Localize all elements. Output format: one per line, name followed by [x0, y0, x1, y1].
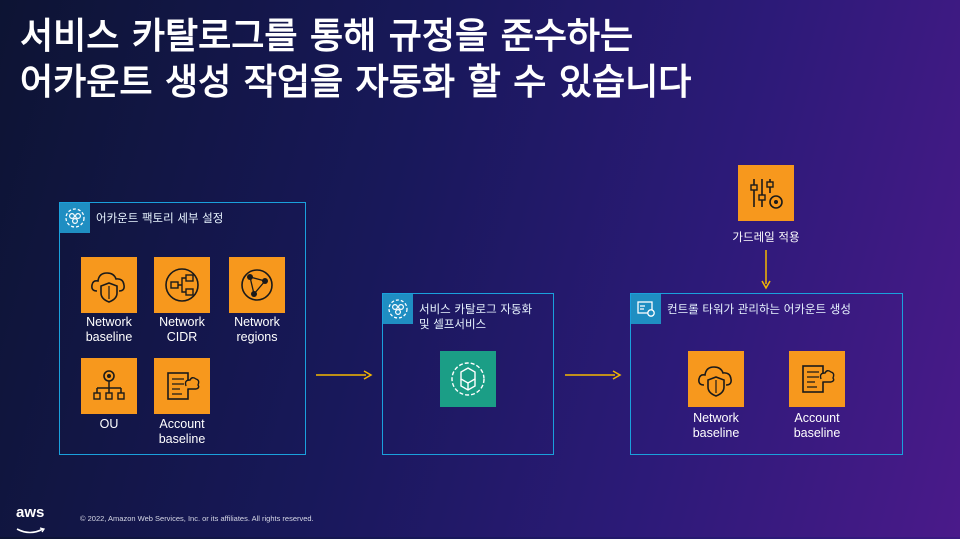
aws-logo: aws	[16, 505, 46, 539]
account-settings-icon	[631, 294, 661, 324]
aws-smile-icon	[16, 527, 46, 534]
slide-title: 서비스 카탈로그를 통해 규정을 준수하는 어카운트 생성 작업을 자동화 할 …	[20, 14, 940, 106]
network-regions-icon	[229, 257, 285, 313]
aws-logo-text: aws	[16, 504, 45, 521]
copyright-notice: © 2022, Amazon Web Services, Inc. or its…	[80, 514, 314, 523]
network-cidr-icon	[154, 257, 210, 313]
slide-title-line2: 어카운트 생성 작업을 자동화 할 수 있습니다	[20, 62, 692, 103]
ou-icon	[81, 358, 137, 414]
guardrail-controls-icon	[738, 165, 794, 221]
account-baseline-icon	[154, 358, 210, 414]
service-catalog-icon	[440, 351, 496, 407]
network-baseline-icon	[81, 257, 137, 313]
managed-account-header: 컨트롤 타워가 관리하는 어카운트 생성	[631, 294, 851, 324]
ou-label: OU	[99, 417, 119, 431]
managed-account-group: 컨트롤 타워가 관리하는 어카운트 생성	[630, 293, 903, 455]
arrow-factory-to-catalog	[316, 370, 373, 380]
guardrail-label: 가드레일 적용	[732, 230, 800, 244]
control-tower-icon	[60, 203, 90, 233]
control-tower-icon	[383, 294, 413, 324]
arrow-guardrail-to-result	[761, 250, 771, 290]
arrow-catalog-to-result	[565, 370, 622, 380]
account-factory-header: 어카운트 팩토리 세부 설정	[60, 203, 223, 233]
account-factory-group: 어카운트 팩토리 세부 설정	[59, 202, 306, 455]
account-factory-title: 어카운트 팩토리 세부 설정	[96, 211, 224, 225]
account-baseline-icon	[789, 351, 845, 407]
slide-title-line1: 서비스 카탈로그를 통해 규정을 준수하는	[20, 16, 634, 57]
managed-account-title: 컨트롤 타워가 관리하는 어카운트 생성	[667, 302, 851, 316]
network-baseline-icon	[688, 351, 744, 407]
